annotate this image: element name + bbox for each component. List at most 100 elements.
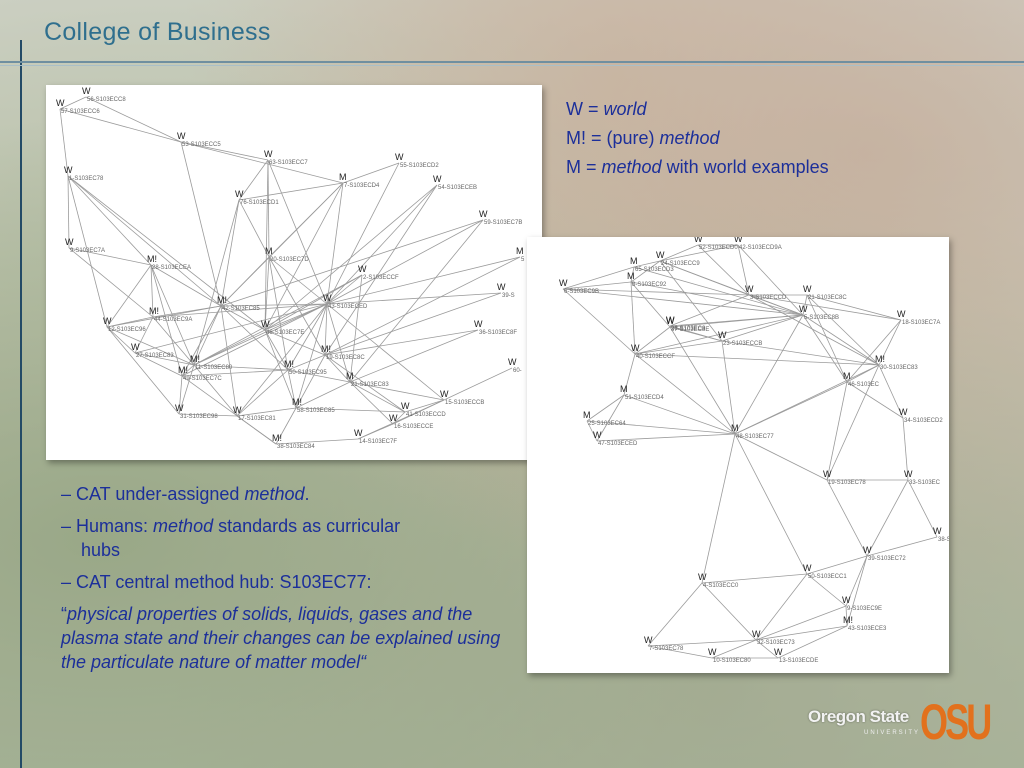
graph-left-edge <box>106 326 180 415</box>
graph-right-edge <box>562 288 636 355</box>
graph-right-edge <box>596 394 625 442</box>
graph-right-node: W47-S103ECED <box>593 430 638 447</box>
graph-right-node-id: 10-S103EC80 <box>713 658 751 664</box>
quote-open: “ <box>61 604 67 624</box>
graph-left-node-code: M! <box>178 365 188 375</box>
graph-left-node: M!38-S103EC84 <box>272 433 315 450</box>
quote-text: physical properties of solids, liquids, … <box>61 604 501 672</box>
bullet-cat-under-assigned: – CAT under-assigned method. <box>61 482 521 506</box>
graph-left-edge <box>287 369 297 409</box>
graph-left-edge <box>106 326 136 354</box>
graph-right-node-code: W <box>899 407 908 417</box>
graph-left-edge <box>193 364 289 371</box>
graph-left-edge <box>275 438 359 445</box>
graph-left-node-code: W <box>395 152 404 162</box>
graph-left-node: W16-S103ECCE <box>389 413 433 430</box>
graph-left-edge <box>264 274 363 331</box>
graph-right-node-id: 30-S103EC83 <box>880 365 918 371</box>
graph-right-edge <box>659 260 723 342</box>
graph-right-edge <box>748 294 880 366</box>
graph-left-node-code: W <box>175 403 184 413</box>
graph-right-node-code: W <box>631 343 640 353</box>
graph-left-node-id: 5 <box>521 257 525 263</box>
graph-left-node-id: 49-S103EC7C <box>183 376 222 382</box>
graph-left-node-id: 44-S103EC9A <box>154 317 192 323</box>
graph-right-edge <box>878 364 904 419</box>
graph-left-node-id: 42-S103EC85 <box>222 306 260 312</box>
graph-right-edge <box>846 381 904 419</box>
bullet2-line2: hubs <box>81 540 121 560</box>
graph-left-node-code: M <box>265 246 273 256</box>
graph-right-node-id: 18-S103EC7A <box>902 320 940 326</box>
graph-right-node: W10-S103EC80 <box>708 647 751 664</box>
graph-right-node-id: 9-S103EC9E <box>847 606 882 612</box>
graph-left-node-id: 21-S103EC83 <box>351 382 389 388</box>
graph-left-node-code: W <box>64 165 73 175</box>
graph-right-node-id: 21-S103EC8C <box>808 295 847 301</box>
graph-left-node-code: M! <box>149 306 159 316</box>
graph-left-edge <box>180 141 344 184</box>
graph-right-edge <box>734 314 804 435</box>
graph-left-edge <box>180 141 269 161</box>
graph-right-edge <box>634 326 671 355</box>
graph-left-node-code: W <box>440 389 449 399</box>
graph-left-node: W15-S103ECCB <box>440 389 484 406</box>
graph-left-edge <box>67 175 222 307</box>
graph-left-edge <box>238 182 344 201</box>
graph-right-node: W7-S103EC78 <box>644 635 684 652</box>
graph-left-node: W12-S103EC96 <box>103 316 146 333</box>
graph-left-edge <box>85 96 182 143</box>
graph-right-edge <box>755 639 779 659</box>
graph-right-node: W32-S103EC73 <box>752 629 795 646</box>
graph-right-edge <box>659 244 699 262</box>
graph-left-edge <box>134 316 154 354</box>
graph-left-node-code: W <box>401 401 410 411</box>
graph-right-edge <box>721 340 880 366</box>
graph-right-node: W50-S103ECC1 <box>803 563 847 580</box>
graph-right-edge <box>630 281 636 355</box>
graph-left-node: W1-S103EC78 <box>64 165 104 182</box>
graph-right-node: M25-S103EC64 <box>583 410 626 427</box>
graph-left-edge <box>152 316 195 366</box>
graph-right-edge <box>748 294 804 316</box>
graph-right-edge <box>866 536 938 557</box>
graph-left-node-id: 31-S103EC98 <box>180 414 218 420</box>
graph-right-node-code: W <box>774 647 783 657</box>
graph-right-edge <box>845 605 848 627</box>
graph-left-edge <box>220 219 484 307</box>
graph-left-node-id: 56-S103ECC8 <box>87 97 126 103</box>
graph-left-node-id: 50-S103EC95 <box>289 370 327 376</box>
graph-right-node-id: 23-S103ECCB <box>723 341 762 347</box>
graph-left-edge <box>264 184 438 331</box>
graph-right-node-id: 3-S103ECCD <box>750 295 787 301</box>
graph-right-edge <box>711 639 757 659</box>
bullet2-suffix: standards as curricular <box>213 516 401 536</box>
graph-right-node-id: 13-S103ECDE <box>779 658 818 664</box>
graph-right-node-id: 33-S103EC <box>909 480 941 486</box>
graph-left-node: W46-S103EC7E <box>261 319 304 336</box>
graph-right-edge <box>846 555 868 627</box>
graph-left-node-code: M <box>346 371 354 381</box>
graph-left-node: M!50-S103EC95 <box>284 359 327 376</box>
graph-right-node: M!43-S103ECE3 <box>843 615 887 632</box>
graph-left-edge <box>193 303 328 366</box>
graph-left-edge <box>181 303 328 377</box>
network-graph-left-svg: W56-S103ECC8W57-S103ECC6W53-S103ECC5W63-… <box>56 86 525 450</box>
graph-right-edge <box>755 625 848 641</box>
graph-left-node-code: M! <box>284 359 294 369</box>
graph-right-edge <box>777 625 848 659</box>
graph-right-edge <box>659 244 739 262</box>
graph-right-node: W6-S103EC9B <box>559 278 599 295</box>
graph-left-node-id: 27-S103EC83 <box>136 353 174 359</box>
graph-left-node-id: 20-S103EC7D <box>270 257 309 263</box>
graph-left-edge <box>134 352 195 366</box>
graph-right-edge <box>802 294 808 316</box>
graph-left-edge <box>59 108 182 143</box>
graph-right-node: M51-S103ECD4 <box>620 384 664 401</box>
graph-right-edge <box>669 326 736 435</box>
graph-left-edge <box>326 184 438 305</box>
bullet1-prefix: – CAT under-assigned <box>61 484 245 504</box>
graph-right-node-code: W <box>559 278 568 288</box>
graph-right-node-code: M! <box>843 615 853 625</box>
graph-left-node-id: 76-S103ECD1 <box>240 200 279 206</box>
